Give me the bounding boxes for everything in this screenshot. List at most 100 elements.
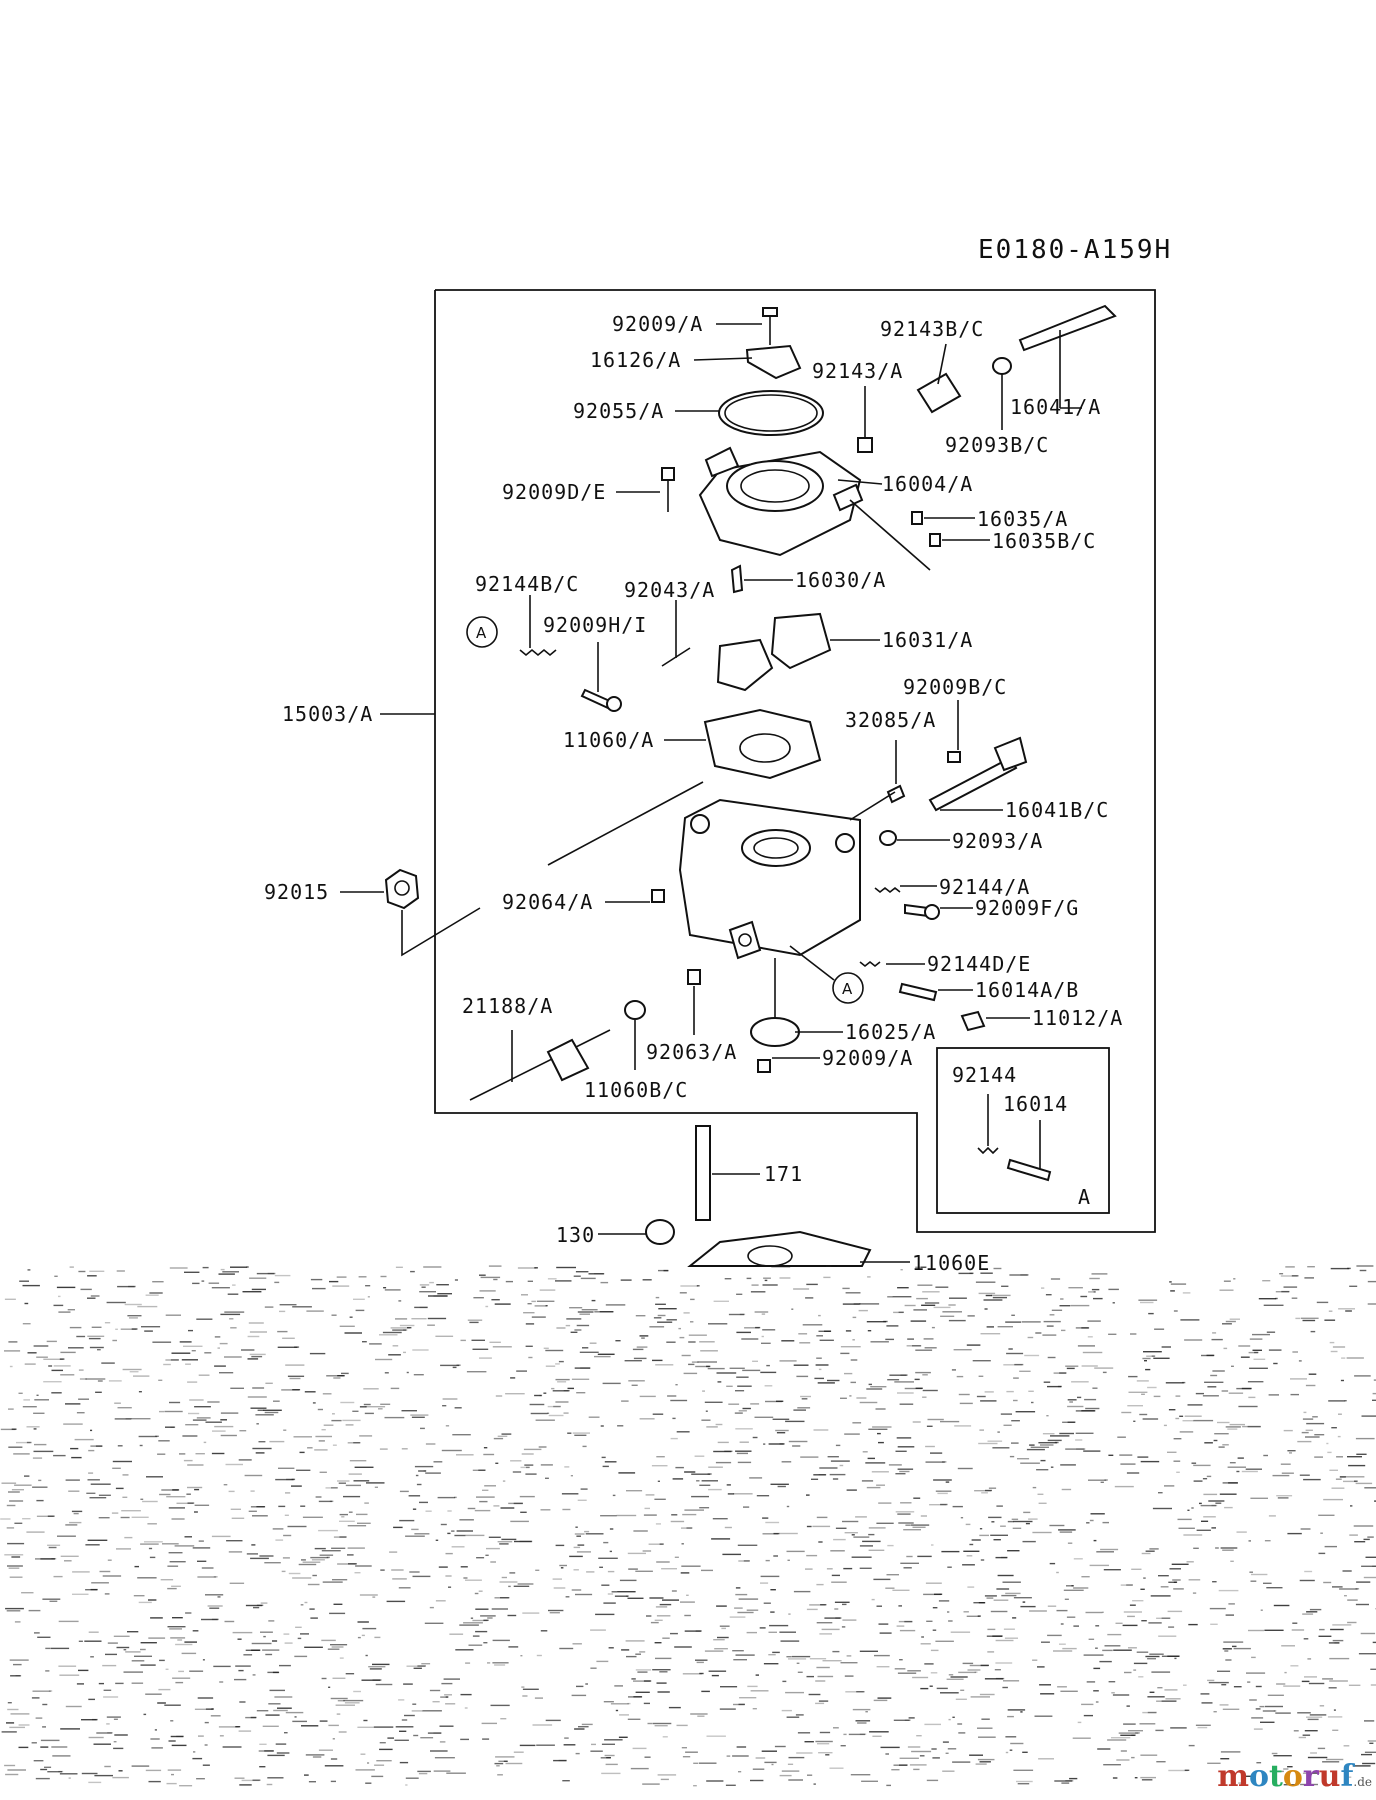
noise-speck xyxy=(1208,1500,1225,1502)
noise-speck xyxy=(965,1523,971,1526)
noise-speck xyxy=(1329,1680,1348,1682)
noise-speck xyxy=(713,1450,732,1453)
noise-speck xyxy=(743,1560,750,1562)
noise-speck xyxy=(1022,1540,1036,1543)
noise-speck xyxy=(395,1266,403,1268)
label-11012a: 11012/A xyxy=(1032,1006,1123,1030)
noise-speck xyxy=(764,1279,768,1282)
noise-speck xyxy=(165,1668,169,1670)
noise-speck xyxy=(885,1587,895,1589)
noise-speck xyxy=(114,1418,131,1420)
noise-speck xyxy=(1043,1320,1061,1323)
noise-speck xyxy=(211,1708,214,1710)
noise-speck xyxy=(996,1505,1003,1507)
label-92009a-bottom: 92009/A xyxy=(822,1046,913,1070)
noise-speck xyxy=(1367,1280,1376,1283)
noise-speck xyxy=(1140,1754,1158,1756)
noise-speck xyxy=(920,1515,927,1517)
noise-speck xyxy=(1120,1463,1136,1465)
noise-speck xyxy=(1275,1712,1291,1714)
noise-speck xyxy=(248,1510,257,1512)
noise-speck xyxy=(576,1535,581,1537)
noise-speck xyxy=(887,1379,900,1381)
noise-speck xyxy=(88,1736,104,1739)
noise-speck xyxy=(704,1650,724,1652)
noise-speck xyxy=(1011,1518,1019,1520)
noise-speck xyxy=(1246,1672,1266,1674)
screw-92009a-bottom xyxy=(757,1059,771,1073)
noise-speck xyxy=(1150,1595,1171,1597)
noise-speck xyxy=(1182,1420,1194,1422)
noise-speck xyxy=(694,1455,705,1457)
noise-speck xyxy=(1075,1410,1095,1412)
noise-speck xyxy=(1088,1638,1095,1640)
noise-speck xyxy=(354,1572,361,1574)
noise-speck xyxy=(364,1412,374,1415)
noise-speck xyxy=(170,1359,179,1361)
noise-speck xyxy=(708,1670,727,1672)
noise-speck xyxy=(922,1389,938,1392)
noise-speck xyxy=(111,1512,119,1514)
noise-speck xyxy=(416,1483,422,1486)
noise-speck xyxy=(251,1642,272,1645)
noise-speck xyxy=(1266,1331,1276,1333)
noise-speck xyxy=(170,1735,184,1738)
noise-speck xyxy=(993,1599,1009,1601)
noise-speck xyxy=(653,1317,662,1319)
noise-speck xyxy=(1081,1365,1098,1367)
noise-speck xyxy=(142,1500,158,1503)
noise-speck xyxy=(1273,1755,1292,1757)
noise-speck xyxy=(85,1589,98,1591)
noise-speck xyxy=(151,1747,163,1749)
noise-speck xyxy=(1196,1529,1211,1531)
noise-speck xyxy=(886,1325,899,1327)
noise-speck xyxy=(1014,1363,1024,1366)
noise-speck xyxy=(735,1390,745,1392)
noise-speck xyxy=(13,1453,30,1455)
noise-speck xyxy=(1273,1362,1278,1365)
noise-speck xyxy=(252,1674,256,1676)
noise-speck xyxy=(1244,1775,1256,1777)
noise-speck xyxy=(331,1487,338,1489)
noise-speck xyxy=(1354,1480,1358,1482)
noise-speck xyxy=(1168,1626,1175,1628)
noise-speck xyxy=(14,1621,21,1623)
noise-speck xyxy=(187,1502,195,1504)
noise-speck xyxy=(380,1275,387,1278)
noise-speck xyxy=(494,1303,511,1305)
noise-speck xyxy=(1056,1609,1068,1612)
noise-speck xyxy=(772,1418,790,1420)
noise-speck xyxy=(284,1732,288,1734)
noise-speck xyxy=(510,1520,529,1523)
noise-speck xyxy=(779,1443,785,1445)
noise-speck xyxy=(949,1297,967,1299)
noise-speck xyxy=(844,1532,858,1534)
noise-speck xyxy=(962,1564,975,1566)
noise-speck xyxy=(1373,1379,1376,1381)
noise-speck xyxy=(626,1655,637,1658)
noise-speck xyxy=(545,1365,556,1367)
noise-speck xyxy=(925,1582,942,1584)
noise-speck xyxy=(985,1294,992,1297)
noise-speck xyxy=(655,1657,672,1660)
noise-speck xyxy=(1249,1699,1257,1701)
noise-speck xyxy=(300,1505,306,1507)
noise-speck xyxy=(244,1474,263,1477)
noise-speck xyxy=(744,1327,760,1329)
noise-speck xyxy=(561,1493,579,1495)
noise-speck xyxy=(485,1305,489,1308)
noise-speck xyxy=(693,1762,698,1764)
noise-speck xyxy=(878,1623,889,1625)
noise-speck xyxy=(201,1567,214,1569)
noise-speck xyxy=(283,1633,290,1635)
label-130: 130 xyxy=(556,1223,595,1247)
noise-speck xyxy=(948,1319,966,1322)
noise-speck xyxy=(1281,1472,1294,1474)
callout-a-marker xyxy=(466,616,498,648)
noise-speck xyxy=(1223,1641,1244,1643)
noise-speck xyxy=(572,1432,590,1434)
noise-speck xyxy=(401,1410,417,1412)
noise-speck xyxy=(920,1643,931,1645)
noise-speck xyxy=(476,1496,495,1498)
